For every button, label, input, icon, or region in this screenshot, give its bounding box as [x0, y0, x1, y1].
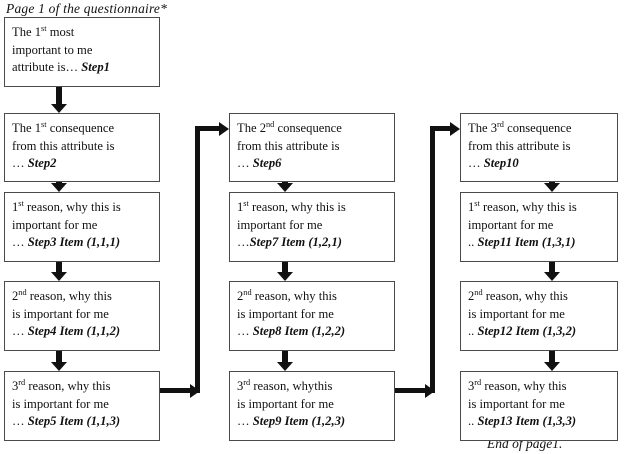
step-tag: Step13 Item (1,3,3) [477, 414, 577, 429]
box-step5-line-1: 3rd reason, why this [12, 377, 111, 393]
box-step7-line-1: 1st reason, why this is [237, 198, 346, 214]
box-step9-line-1: 3rd reason, whythis [237, 377, 333, 393]
ordinal-suffix: rd [474, 377, 482, 387]
box-step10-line-1: The 3rd consequence [468, 119, 572, 135]
box-step13-line-2: is important for me [468, 396, 565, 411]
step-tag: Step5 Item (1,1,3) [27, 414, 121, 429]
arrow-step1-to-step2 [51, 87, 67, 113]
box-step1-line-3: attribute is… Step1 [12, 60, 110, 75]
arrow-step3-to-step4 [51, 262, 67, 281]
ordinal-suffix: st [18, 198, 24, 208]
ordinal-suffix: st [474, 198, 480, 208]
box-step5-line-3: … Step5 Item (1,1,3) [12, 414, 121, 429]
box-step5-line-2: is important for me [12, 396, 109, 411]
box-step1-line-1: The 1st most [12, 23, 75, 39]
box-step1: The 1st most important to me attribute is…… [4, 17, 160, 87]
step-tag: Step2 [27, 156, 57, 171]
ordinal-suffix: st [41, 23, 47, 33]
box-step10: The 3rd consequence from this attribute i… [460, 113, 618, 182]
box-step13-line-3: .. Step13 Item (1,3,3) [468, 414, 577, 429]
ordinal-suffix: nd [266, 119, 275, 129]
box-step7: 1st reason, why this is important for me …… [229, 192, 395, 262]
ordinal-suffix: rd [18, 377, 26, 387]
arrow-step8-to-step9 [277, 351, 293, 371]
box-step2-line-1: The 1st consequence [12, 119, 115, 135]
box-step2-line-2: from this attribute is [12, 138, 115, 153]
box-step2-line-3: … Step2 [12, 156, 57, 171]
box-step9-line-2: is important for me [237, 396, 334, 411]
ordinal-suffix: st [243, 198, 249, 208]
arrow-step11-to-step12 [544, 262, 560, 281]
box-step13: 3rd reason, why this is important for me.… [460, 371, 618, 441]
box-step11-line-2: important for me [468, 217, 554, 232]
box-step13-line-1: 3rd reason, why this [468, 377, 567, 393]
box-step1-line-2: important to me [12, 42, 93, 57]
step-tag: Step10 [483, 156, 519, 171]
ordinal-suffix: rd [243, 377, 251, 387]
ordinal-suffix: st [41, 119, 47, 129]
box-step3-line-3: … Step3 Item (1,1,1) [12, 235, 121, 250]
box-step12-line-2: is important for me [468, 306, 565, 321]
box-step4: 2nd reason, why this is important for me …… [4, 281, 160, 351]
box-step8: 2nd reason, why this is important for me …… [229, 281, 395, 351]
box-step6-line-3: … Step6 [237, 156, 282, 171]
arrow-step7-to-step8 [277, 262, 293, 281]
box-step3-line-1: 1st reason, why this is [12, 198, 121, 214]
box-step4-line-2: is important for me [12, 306, 109, 321]
box-step5: 3rd reason, why this is important for me …… [4, 371, 160, 441]
box-step7-line-2: important for me [237, 217, 323, 232]
arrow-step12-to-step13 [544, 351, 560, 371]
connector-col3-horizontal-in [430, 126, 455, 131]
box-step11: 1st reason, why this is important for me.… [460, 192, 618, 262]
connector-step6-arrowhead [219, 121, 229, 136]
ordinal-suffix: rd [497, 119, 504, 129]
box-step12-line-3: .. Step12 Item (1,3,2) [468, 324, 577, 339]
step-tag: Step8 Item (1,2,2) [252, 324, 346, 339]
box-step10-line-3: … Step10 [468, 156, 519, 171]
page-header-label: Page 1 of the questionnaire* [6, 1, 168, 16]
box-step6-line-1: The 2nd consequence [237, 119, 342, 135]
box-step6-line-2: from this attribute is [237, 138, 340, 153]
box-step3: 1st reason, why this is important for me …… [4, 192, 160, 262]
step-tag: Step6 [252, 156, 282, 171]
box-step9-line-3: … Step9 Item (1,2,3) [237, 414, 346, 429]
arrow-step10-to-step11 [544, 182, 560, 192]
connector-col1-to-col2-vertical [195, 126, 200, 393]
arrow-step2-to-step3 [51, 182, 67, 192]
box-step11-line-3: .. Step11 Item (1,3,1) [468, 235, 576, 250]
step-tag: Step7 Item (1,2,1) [249, 235, 342, 250]
box-step9: 3rd reason, whythis is important for me … … [229, 371, 395, 441]
arrow-step6-to-step7 [277, 182, 293, 192]
box-step8-line-2: is important for me [237, 306, 334, 321]
connector-col2-to-col3-vertical [430, 126, 435, 393]
ordinal-suffix: nd [474, 287, 483, 297]
box-step8-line-3: … Step8 Item (1,2,2) [237, 324, 346, 339]
box-step12: 2nd reason, why this is important for me.… [460, 281, 618, 351]
step-tag: Step9 Item (1,2,3) [252, 414, 346, 429]
step-tag: Step12 Item (1,3,2) [477, 324, 577, 339]
connector-step10-arrowhead [450, 121, 460, 136]
step-tag: Step11 Item (1,3,1) [477, 235, 576, 250]
box-step8-line-1: 2nd reason, why this [237, 287, 337, 303]
ordinal-suffix: nd [18, 287, 27, 297]
ordinal-suffix: nd [243, 287, 252, 297]
box-step7-line-3: …Step7 Item (1,2,1) [237, 235, 342, 250]
box-step10-line-2: from this attribute is [468, 138, 571, 153]
step-tag: Step4 Item (1,1,2) [27, 324, 121, 339]
box-step11-line-1: 1st reason, why this is [468, 198, 577, 214]
box-step3-line-2: important for me [12, 217, 98, 232]
box-step6: The 2nd consequence from this attribute i… [229, 113, 395, 182]
connector-col2-horizontal-in [195, 126, 224, 131]
connector-step9-horizontal-out [395, 388, 432, 393]
step-tag: Step1 [81, 60, 110, 75]
connector-step5-horizontal-out [160, 388, 197, 393]
box-step4-line-1: 2nd reason, why this [12, 287, 112, 303]
box-step2: The 1st consequence from this attribute i… [4, 113, 160, 182]
box-step4-line-3: … Step4 Item (1,1,2) [12, 324, 121, 339]
box-step12-line-1: 2nd reason, why this [468, 287, 568, 303]
step-tag: Step3 Item (1,1,1) [27, 235, 121, 250]
arrow-step4-to-step5 [51, 351, 67, 371]
